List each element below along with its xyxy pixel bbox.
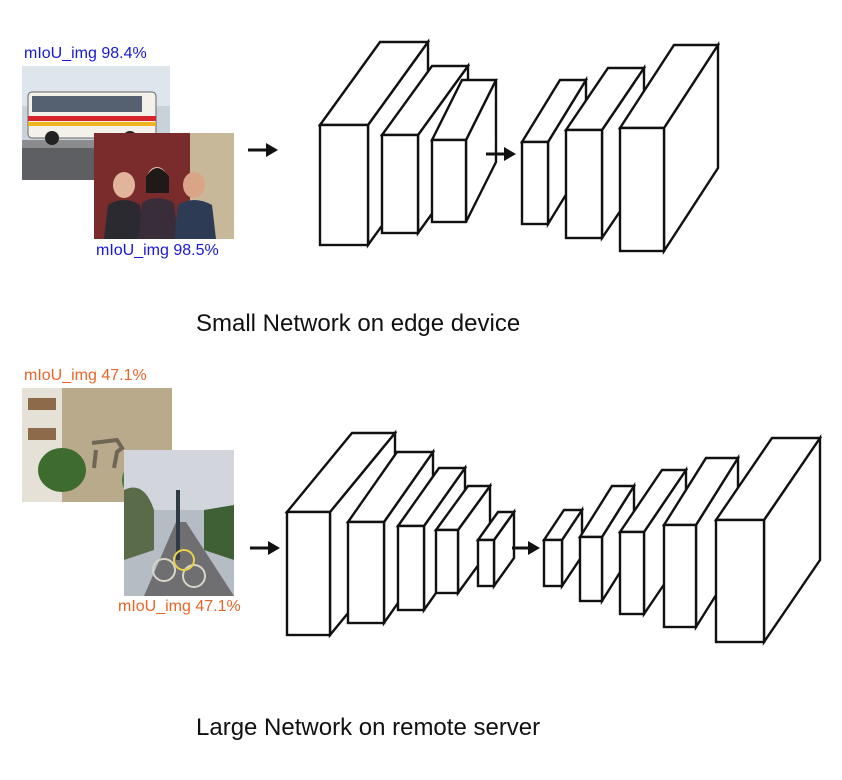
top-miou-label-upper: mIoU_img 98.4% [24,45,147,62]
top-decoder-block-3 [617,40,721,256]
bottom-input-arrow [250,541,280,555]
bottom-encoder-block-4 [433,482,493,597]
top-caption: Small Network on edge device [196,310,521,337]
top-input-arrow [248,143,278,157]
bottom-caption: Large Network on remote server [196,714,541,741]
bottom-middle-arrow [512,541,540,555]
bottom-encoder-block-5 [475,508,517,590]
bottom-miou-label-lower: mIoU_img 47.1% [118,598,241,615]
bottom-decoder-block-5 [713,434,823,646]
top-middle-arrow [486,147,516,161]
bottom-miou-label-upper: mIoU_img 47.1% [24,367,147,384]
bottom-decoder-block-2 [577,481,637,606]
top-encoder-block-3 [430,78,498,224]
bottom-decoder-block-1 [541,506,585,590]
top-miou-label-lower: mIoU_img 98.5% [96,242,219,259]
people-photo [94,133,234,239]
bicycles-photo [124,450,234,596]
bottom-decoder-block-4 [661,453,741,632]
